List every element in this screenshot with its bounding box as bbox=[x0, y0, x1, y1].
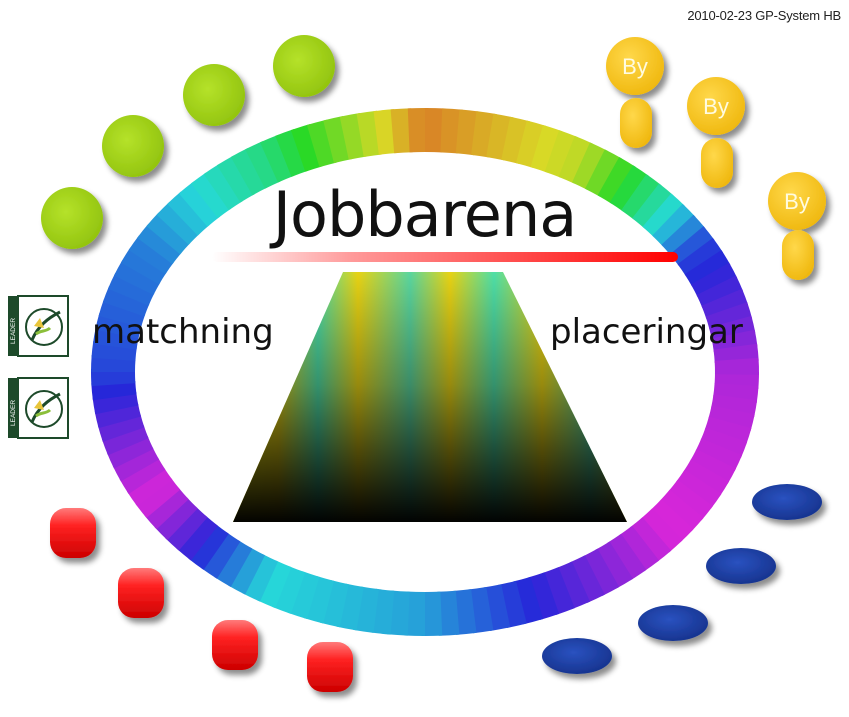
by-badge-label: By bbox=[622, 54, 648, 79]
leader-logo-text: LEADER bbox=[10, 318, 17, 344]
green-circles-group bbox=[41, 35, 335, 249]
red-square bbox=[212, 620, 258, 670]
leader-logo: LEADER bbox=[8, 295, 69, 357]
by-figure bbox=[606, 37, 664, 148]
blue-ellipse bbox=[638, 605, 708, 641]
green-circle bbox=[41, 187, 103, 249]
blue-ellipses-group bbox=[542, 484, 822, 674]
color-ring bbox=[91, 108, 759, 636]
by-badge-label: By bbox=[784, 189, 810, 214]
matchning-label: matchning bbox=[92, 312, 274, 352]
green-circle bbox=[273, 35, 335, 97]
blue-ellipse bbox=[752, 484, 822, 520]
red-square bbox=[307, 642, 353, 692]
leader-logo: LEADER bbox=[8, 377, 69, 439]
title-underline bbox=[212, 252, 678, 262]
blue-ellipse bbox=[542, 638, 612, 674]
by-figure bbox=[768, 172, 826, 280]
by-badge-label: By bbox=[703, 94, 729, 119]
placeringar-label: placeringar bbox=[550, 312, 743, 352]
green-circle bbox=[183, 64, 245, 126]
blue-ellipse bbox=[706, 548, 776, 584]
leader-logo-text: LEADER bbox=[10, 400, 17, 426]
page-title: Jobbarena bbox=[272, 178, 577, 251]
funnel-trapezoid bbox=[233, 272, 627, 522]
red-squares-group bbox=[50, 508, 353, 692]
red-square bbox=[50, 508, 96, 558]
yellow-figures-group bbox=[606, 37, 826, 280]
red-square bbox=[118, 568, 164, 618]
date-caption: 2010-02-23 GP-System HB bbox=[687, 8, 841, 23]
by-figure bbox=[687, 77, 745, 188]
green-circle bbox=[102, 115, 164, 177]
